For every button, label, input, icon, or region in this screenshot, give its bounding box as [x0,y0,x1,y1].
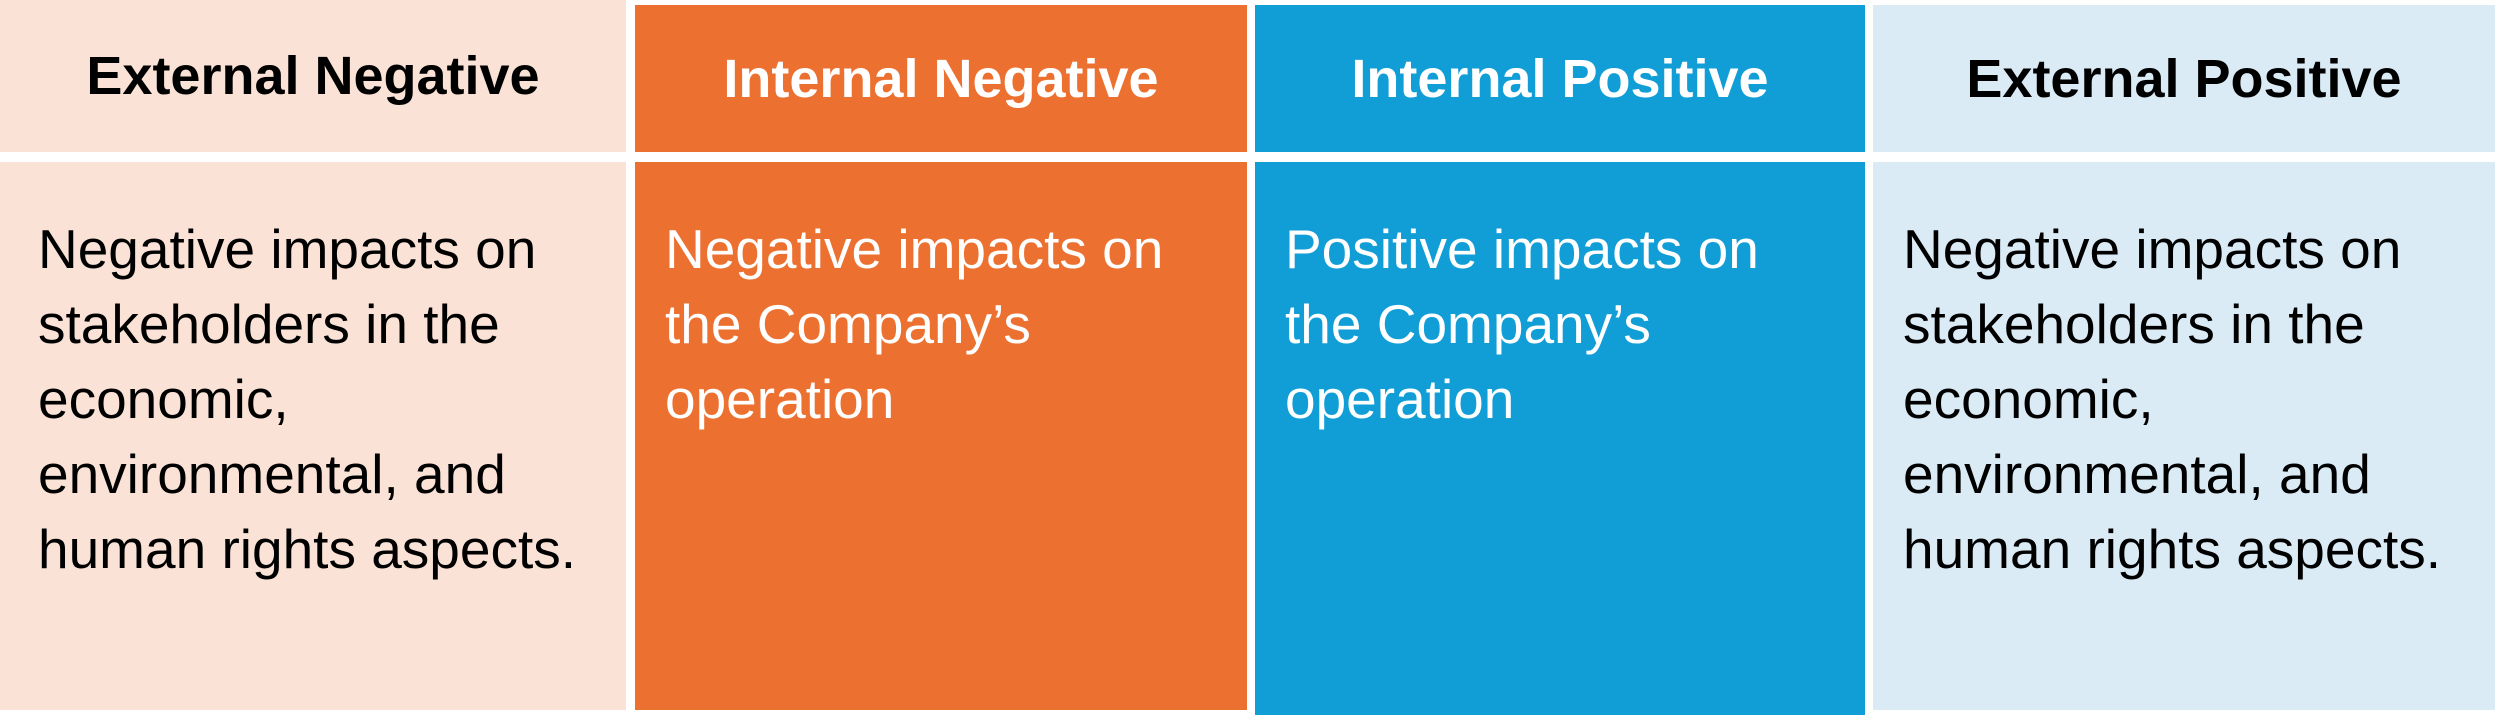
external-negative-title: External Negative [86,46,540,106]
internal-positive-title: Internal Positive [1351,48,1769,109]
internal-negative-header: Internal Negative [635,5,1247,152]
external-positive-header: External Positive [1873,5,2495,152]
internal-negative-description: Negative impacts on the Company’s operat… [665,218,1164,430]
external-negative-description: Negative impacts on stakeholders in the … [38,218,577,580]
external-positive-description: Negative impacts on stakeholders in the … [1903,218,2442,580]
external-positive-title: External Positive [1966,48,2402,109]
internal-positive-header: Internal Positive [1255,5,1865,152]
external-negative-header: External Negative [0,0,626,152]
external-negative-description-cell: Negative impacts on stakeholders in the … [0,162,626,710]
internal-negative-description-cell: Negative impacts on the Company’s operat… [635,162,1247,710]
internal-positive-description: Positive impacts on the Company’s operat… [1285,218,1759,430]
internal-negative-title: Internal Negative [723,48,1159,109]
internal-positive-description-cell: Positive impacts on the Company’s operat… [1255,162,1865,715]
external-positive-description-cell: Negative impacts on stakeholders in the … [1873,162,2495,710]
